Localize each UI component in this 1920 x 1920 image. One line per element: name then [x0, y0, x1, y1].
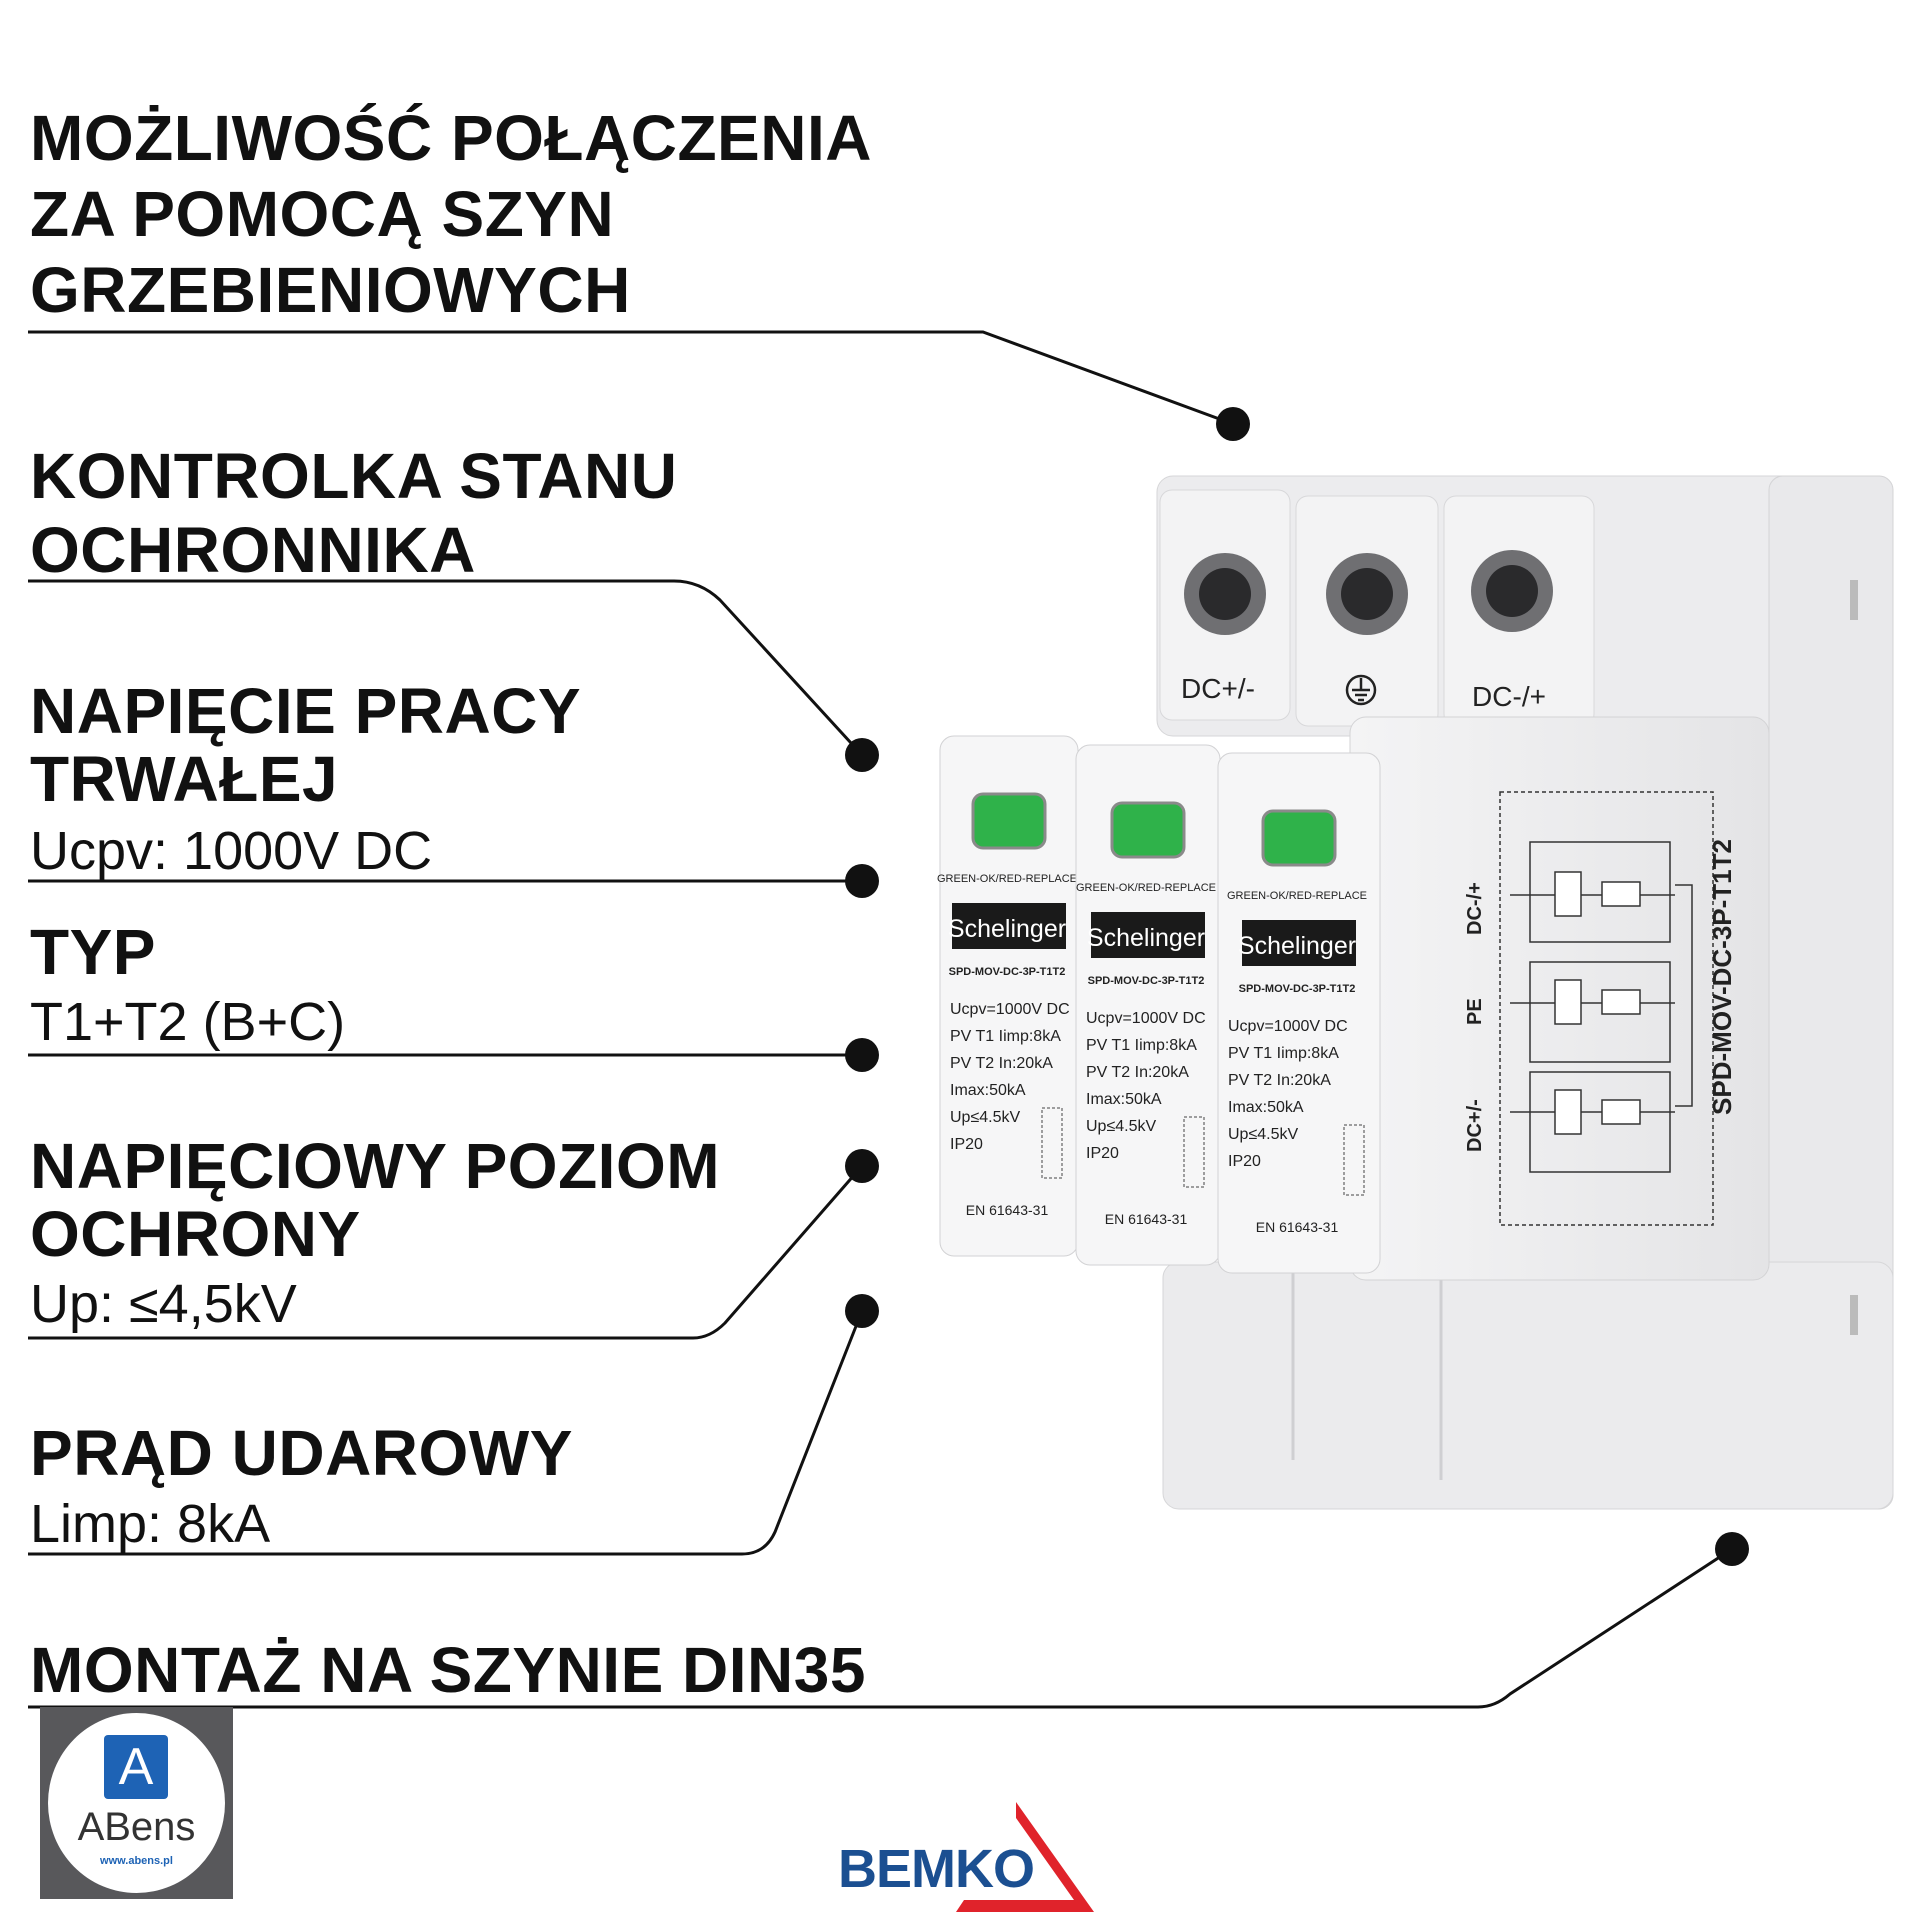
- spec-line: PV T2 In:20kA: [1086, 1064, 1189, 1081]
- side-label-pe: PE: [1464, 998, 1486, 1025]
- spec-line: Imax:50kA: [950, 1082, 1026, 1099]
- bemko-logo-text: BEMKO: [838, 1839, 1035, 1899]
- brand-label: Schelinger: [1238, 932, 1356, 960]
- spec-line: IP20: [950, 1136, 983, 1153]
- spec-line: IP20: [1086, 1145, 1119, 1162]
- leader-line-1: [28, 330, 1234, 426]
- terminal-label-left: DC+/-: [1181, 673, 1255, 704]
- abens-logo-mark: A: [104, 1735, 168, 1799]
- feature-2-title-line-1: KONTROLKA STANU: [30, 440, 678, 512]
- model-label: SPD-MOV-DC-3P-T1T2: [949, 966, 1066, 978]
- bemko-triangle-icon: [956, 1802, 1094, 1912]
- brand-label: Schelinger: [1087, 924, 1205, 952]
- feature-5-value: Up: ≤4,5kV: [30, 1274, 297, 1334]
- spec-line: PV T1 Iimp:8kA: [1086, 1037, 1197, 1054]
- leader-dot: [845, 1294, 879, 1328]
- feature-6-title: PRĄD UDAROWY: [30, 1417, 573, 1489]
- leader-dot: [845, 738, 879, 772]
- circuit-symbol-icon: [1183, 1116, 1205, 1188]
- leader-dot: [845, 864, 879, 898]
- protection-module-1: GREEN-OK/RED-REPLACE SchelingerSPD-MOV-DC…: [937, 735, 1079, 1257]
- status-indicator-window: [1261, 809, 1337, 867]
- side-label-dc-plus-minus: DC+/-: [1464, 1099, 1486, 1152]
- leader-line-7: [28, 1547, 1733, 1709]
- terminal-label-right: DC-/+: [1472, 681, 1546, 712]
- feature-4-title: TYP: [30, 916, 156, 988]
- spec-line: PV T2 In:20kA: [1228, 1072, 1331, 1089]
- feature-1-title-line-3: GRZEBIENIOWYCH: [30, 254, 631, 326]
- leader-dot: [1216, 407, 1250, 441]
- brand-label: Schelinger: [948, 915, 1066, 943]
- spec-line: IP20: [1228, 1153, 1261, 1170]
- spec-line: Up≤4.5kV: [1228, 1126, 1298, 1143]
- feature-2-title-line-2: OCHRONNIKA: [30, 514, 476, 586]
- feature-7-title: MONTAŻ NA SZYNIE DIN35: [30, 1634, 866, 1706]
- feature-3-title-line-1: NAPIĘCIE PRACY: [30, 675, 582, 747]
- side-slot: [1850, 1295, 1858, 1335]
- spec-line: Ucpv=1000V DC: [1228, 1018, 1348, 1035]
- feature-1-title-line-2: ZA POMOCĄ SZYN: [30, 178, 615, 250]
- feature-3-title-line-2: TRWAŁEJ: [30, 743, 339, 815]
- protection-modules: GREEN-OK/RED-REPLACE SchelingerSPD-MOV-DC…: [937, 735, 1381, 1274]
- feature-3-value: Ucpv: 1000V DC: [30, 821, 433, 881]
- abens-logo-name: ABens: [77, 1805, 196, 1849]
- model-label: SPD-MOV-DC-3P-T1T2: [1088, 975, 1205, 987]
- indicator-legend: GREEN-OK/RED-REPLACE: [1227, 890, 1367, 902]
- wiring-schematic: [1499, 791, 1714, 1226]
- side-label-dc-minus-plus: DC-/+: [1464, 882, 1486, 935]
- module-housing: [1217, 752, 1381, 1274]
- circuit-symbol-icon: [1343, 1124, 1365, 1196]
- spec-line: Imax:50kA: [1228, 1099, 1304, 1116]
- leader-dot: [845, 1038, 879, 1072]
- spec-line: Up≤4.5kV: [950, 1109, 1020, 1126]
- status-indicator-window: [1110, 801, 1186, 859]
- leader-line-6: [28, 1310, 864, 1556]
- brand-label-background: [1242, 920, 1356, 966]
- leader-line-2: [28, 579, 864, 757]
- standard-label: EN 61643-31: [1105, 1211, 1188, 1227]
- side-model-label: SPD-MOV-DC-3P-T1T2: [1707, 839, 1737, 1115]
- spec-line: Imax:50kA: [1086, 1091, 1162, 1108]
- feature-1-title-line-1: MOŻLIWOŚĆ POŁĄCZENIA: [30, 102, 872, 174]
- brand-label-background: [952, 903, 1066, 949]
- bemko-logo: BEMKO: [836, 1796, 1101, 1920]
- standard-label: EN 61643-31: [1256, 1219, 1339, 1235]
- spec-line: Up≤4.5kV: [1086, 1118, 1156, 1135]
- spec-line: PV T1 Iimp:8kA: [1228, 1045, 1339, 1062]
- protection-module-3: GREEN-OK/RED-REPLACE SchelingerSPD-MOV-DC…: [1217, 752, 1381, 1274]
- status-indicator-window: [971, 792, 1047, 850]
- spec-line: PV T2 In:20kA: [950, 1055, 1053, 1072]
- terminal-columns: DC+/- DC-/+: [1159, 489, 1595, 727]
- protection-module-2: GREEN-OK/RED-REPLACE SchelingerSPD-MOV-DC…: [1075, 744, 1221, 1266]
- ground-icon: [1345, 674, 1377, 706]
- leader-lines: [28, 330, 1733, 1709]
- leader-line-5: [28, 1165, 864, 1340]
- circuit-symbol-icon: [1041, 1107, 1063, 1179]
- indicator-legend: GREEN-OK/RED-REPLACE: [1076, 882, 1216, 894]
- standard-label: EN 61643-31: [966, 1202, 1049, 1218]
- spec-line: Ucpv=1000V DC: [950, 1001, 1070, 1018]
- leader-dots: [845, 407, 1749, 1566]
- abens-logo-url: www.abens.pl: [100, 1855, 173, 1867]
- spec-line: PV T1 Iimp:8kA: [950, 1028, 1061, 1045]
- spec-line: Ucpv=1000V DC: [1086, 1010, 1206, 1027]
- side-slot: [1850, 580, 1858, 620]
- abens-logo: A ABens www.abens.pl: [40, 1707, 233, 1899]
- indicator-legend: GREEN-OK/RED-REPLACE: [937, 873, 1077, 885]
- feature-4-value: T1+T2 (B+C): [30, 992, 346, 1052]
- feature-6-value: Limp: 8kA: [30, 1494, 271, 1554]
- brand-label-background: [1091, 912, 1205, 958]
- leader-dot: [845, 1149, 879, 1183]
- leader-dot: [1715, 1532, 1749, 1566]
- model-label: SPD-MOV-DC-3P-T1T2: [1239, 983, 1356, 995]
- feature-5-title-line-2: OCHRONY: [30, 1198, 361, 1270]
- feature-5-title-line-1: NAPIĘCIOWY POZIOM: [30, 1130, 721, 1202]
- bottom-block: [1162, 1261, 1894, 1510]
